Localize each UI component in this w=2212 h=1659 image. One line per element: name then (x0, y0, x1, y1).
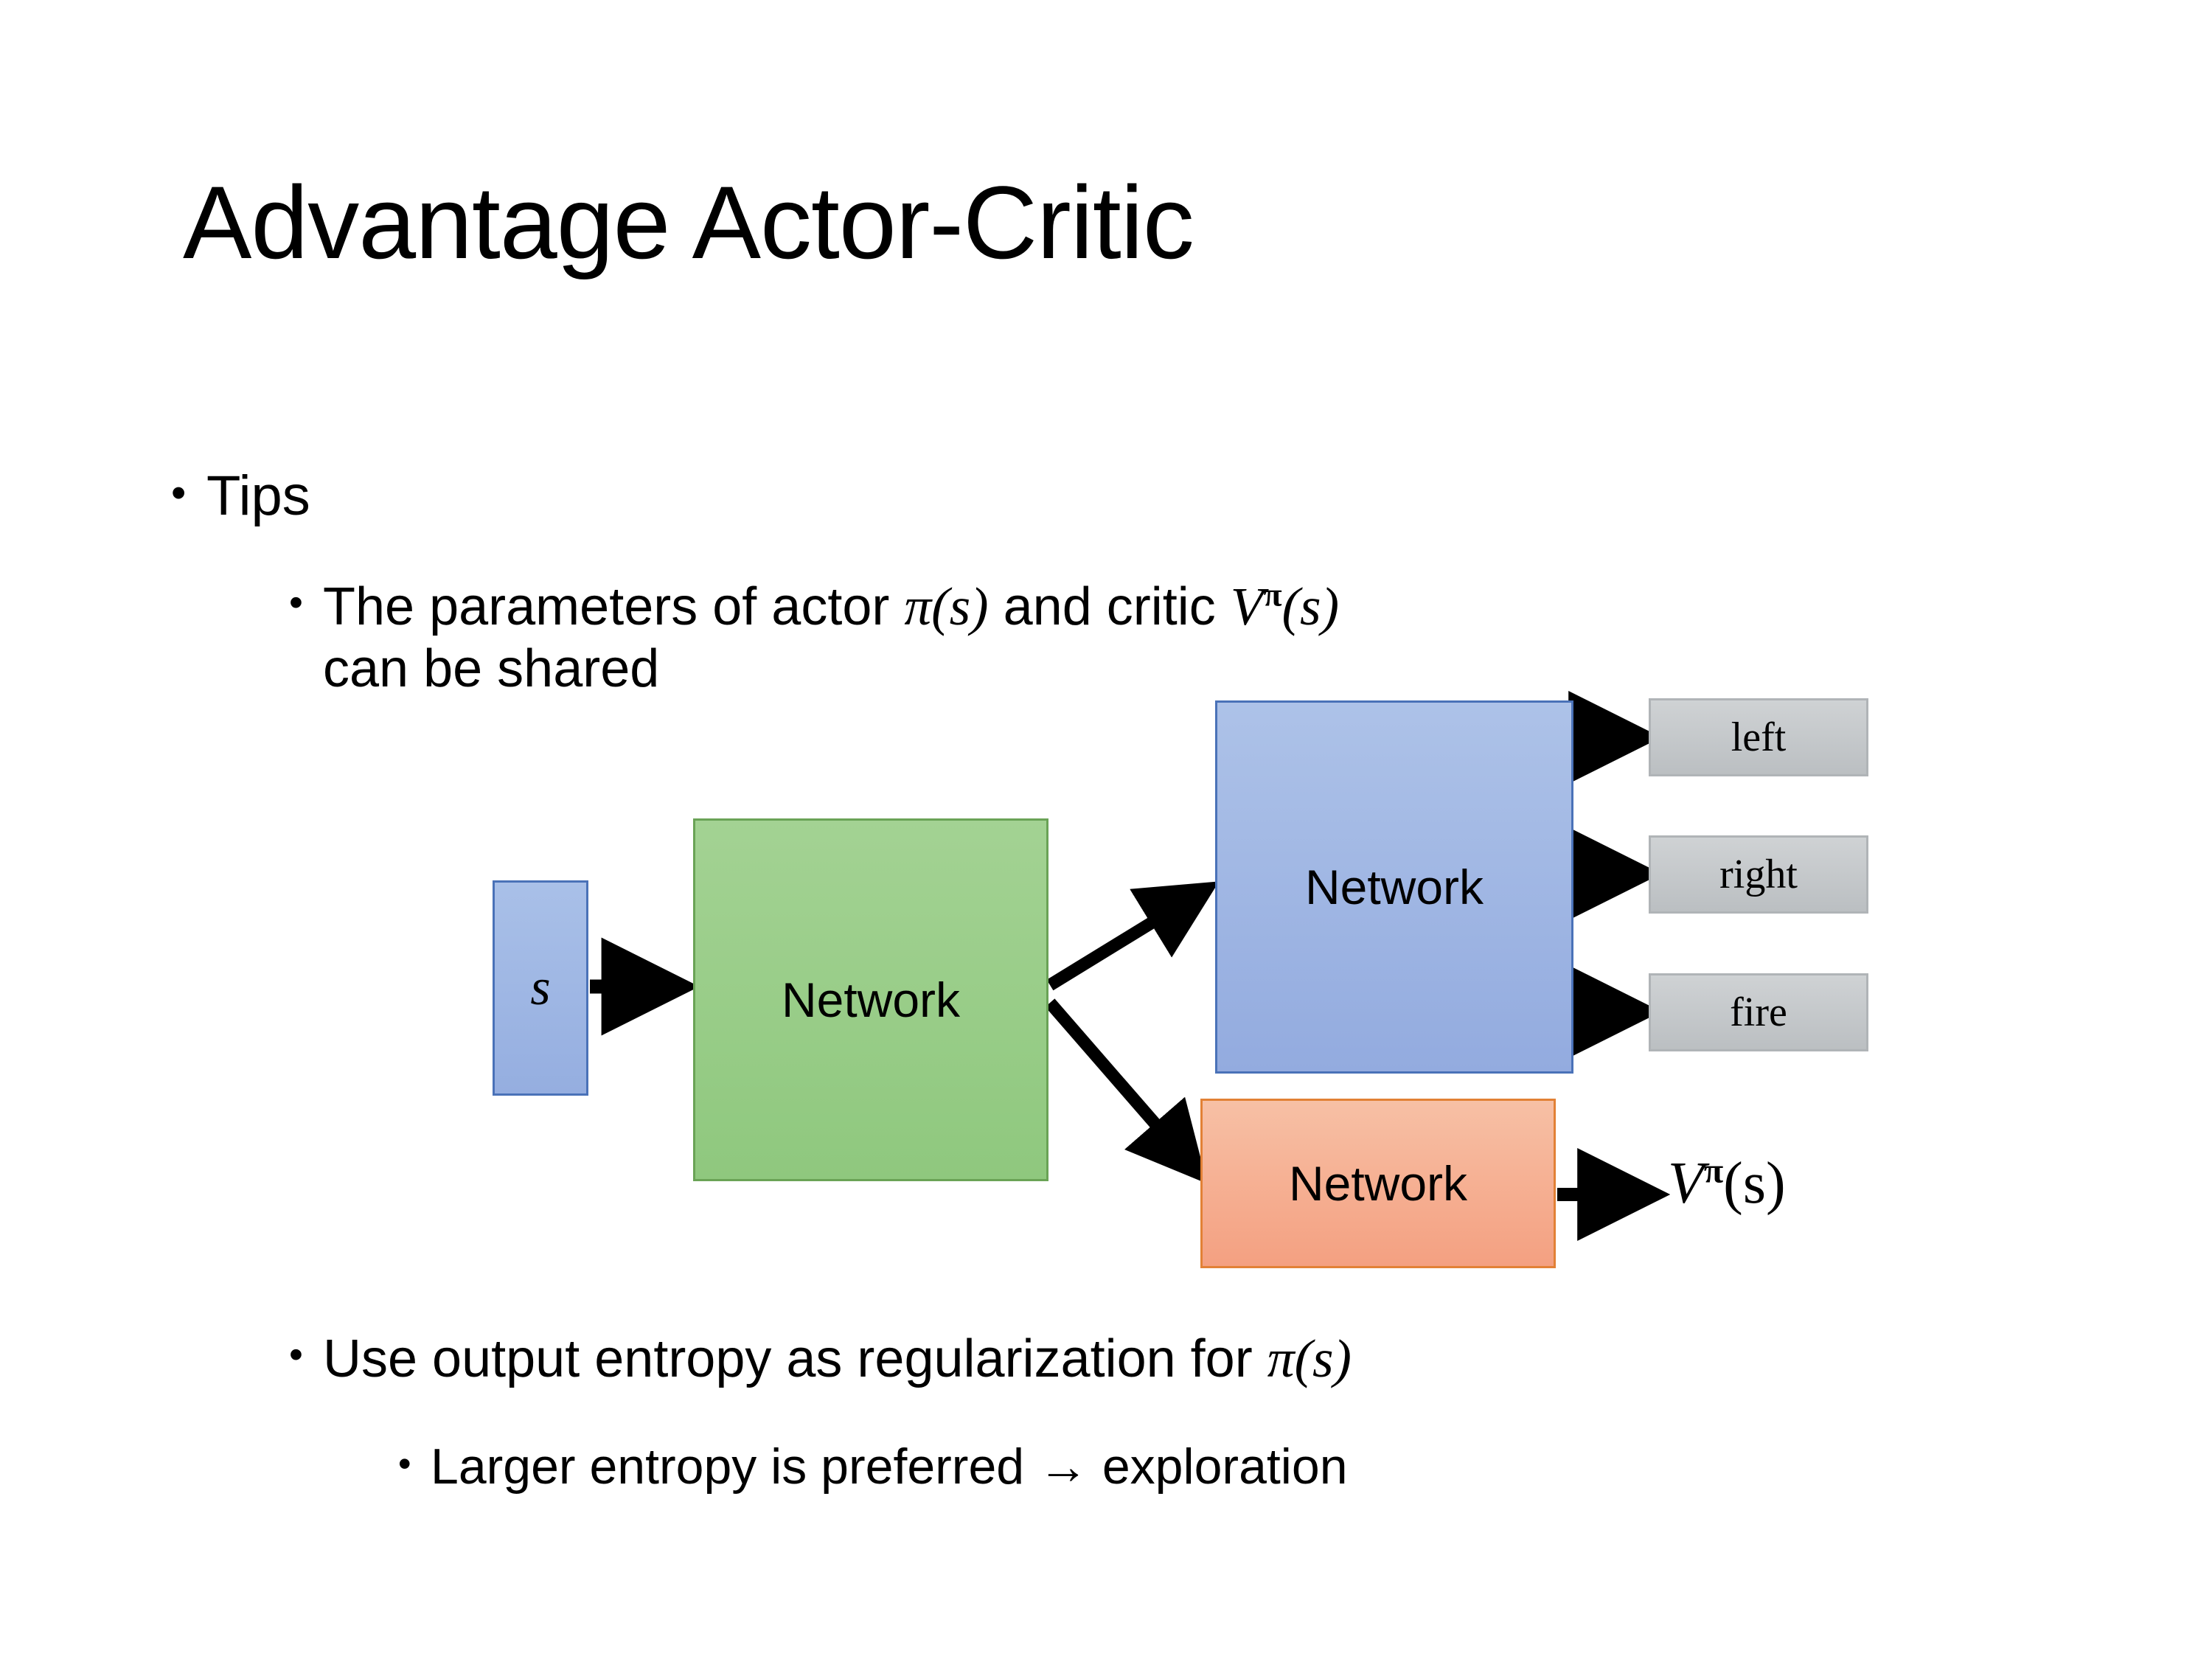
bullet-shared-parameters-text: The parameters of actor π(s) and critic … (323, 575, 1339, 700)
input-state-box[interactable]: s (493, 880, 588, 1096)
math-v-argument: (s) (1281, 577, 1340, 636)
action-box-right[interactable]: right (1649, 835, 1868, 914)
math-v-superscript: π (1263, 575, 1282, 613)
bullet-exploration-label: Larger entropy is preferred → exploratio… (431, 1439, 1348, 1495)
critic-output-superscript: π (1703, 1151, 1724, 1191)
math-v-base: V (1230, 577, 1264, 636)
action-label-right: right (1719, 852, 1798, 897)
bullet-entropy-regularization: • Use output entropy as regularization f… (289, 1327, 1352, 1391)
bullet-tips-label: Tips (206, 465, 310, 527)
action-label-left: left (1731, 714, 1787, 760)
critic-output-formula: Vπ(s) (1668, 1150, 1786, 1217)
entropy-text-pre: Use output entropy as regularization for (323, 1329, 1267, 1388)
bullet-marker-icon: • (289, 580, 303, 625)
bullet-entropy-text: Use output entropy as regularization for… (323, 1327, 1352, 1391)
bullet-marker-icon: • (171, 469, 187, 517)
bullet-marker-icon: • (289, 1332, 303, 1377)
action-box-fire[interactable]: fire (1649, 973, 1868, 1051)
critic-network-label: Network (1288, 1156, 1468, 1211)
shared-text-mid: and critic (988, 577, 1231, 636)
critic-network-box[interactable]: Network (1200, 1099, 1556, 1268)
actor-network-box[interactable]: Network (1215, 700, 1573, 1074)
math-pi-of-s: π(s) (1267, 1329, 1352, 1388)
math-pi-of-s: π(s) (904, 577, 989, 636)
input-state-label: s (530, 959, 551, 1016)
bullet-shared-parameters: • The parameters of actor π(s) and criti… (289, 575, 2103, 700)
action-label-fire: fire (1730, 990, 1787, 1035)
shared-text-line2: can be shared (323, 639, 660, 698)
math-v-pi-of-s: Vπ(s) (1231, 577, 1339, 636)
arrow-shared-to-actor (1046, 881, 1220, 991)
shared-network-box[interactable]: Network (693, 818, 1048, 1181)
actor-network-label: Network (1304, 860, 1484, 914)
critic-output-argument: (s) (1723, 1151, 1786, 1216)
bullet-tips: • Tips (171, 465, 310, 527)
shared-network-label: Network (781, 973, 961, 1027)
bullet-exploration: • Larger entropy is preferred → explorat… (398, 1438, 1348, 1496)
arrow-shared-to-critic (1045, 998, 1208, 1184)
page-title: Advantage Actor-Critic (183, 164, 1194, 280)
bullet-marker-icon: • (398, 1443, 411, 1484)
shared-text-pre: The parameters of actor (323, 577, 905, 636)
critic-output-base: V (1668, 1151, 1704, 1216)
action-box-left[interactable]: left (1649, 698, 1868, 776)
